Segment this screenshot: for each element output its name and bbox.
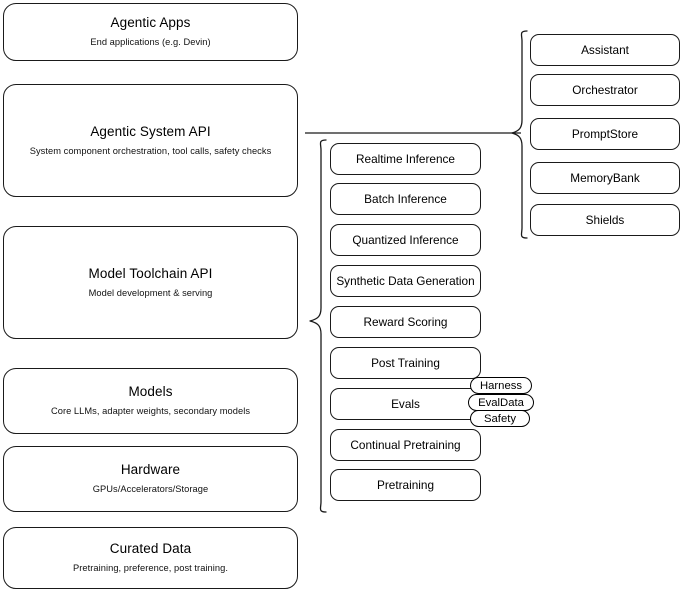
stack-box-model-toolchain-api[interactable]: Model Toolchain API Model development & … [3,226,298,339]
toolchain-item-synthetic-data-generation[interactable]: Synthetic Data Generation [330,265,481,297]
evals-badge-harness[interactable]: Harness [470,377,532,394]
stack-box-title: Hardware [120,462,181,478]
stack-box-subtitle: System component orchestration, tool cal… [29,145,272,156]
stack-box-models[interactable]: Models Core LLMs, adapter weights, secon… [3,368,298,434]
toolchain-brace [309,139,327,513]
agentic-item-assistant[interactable]: Assistant [530,34,680,66]
toolchain-item-batch-inference[interactable]: Batch Inference [330,183,481,215]
stack-box-agentic-system-api[interactable]: Agentic System API System component orch… [3,84,298,197]
evals-badge-evaldata[interactable]: EvalData [468,394,534,411]
toolchain-item-quantized-inference[interactable]: Quantized Inference [330,224,481,256]
agentic-item-orchestrator[interactable]: Orchestrator [530,74,680,106]
stack-box-title: Curated Data [109,541,192,557]
agentic-item-promptstore[interactable]: PromptStore [530,118,680,150]
stack-box-title: Agentic Apps [110,15,191,31]
stack-box-subtitle: Pretraining, preference, post training. [73,563,228,574]
stack-box-hardware[interactable]: Hardware GPUs/Accelerators/Storage [3,446,298,512]
stack-box-agentic-apps[interactable]: Agentic Apps End applications (e.g. Devi… [3,3,298,61]
stack-box-title: Models [128,384,173,400]
agentic-item-memorybank[interactable]: MemoryBank [530,162,680,194]
toolchain-item-post-training[interactable]: Post Training [330,347,481,379]
toolchain-item-realtime-inference[interactable]: Realtime Inference [330,143,481,175]
stack-box-title: Model Toolchain API [88,265,213,281]
stack-box-subtitle: Core LLMs, adapter weights, secondary mo… [50,406,251,417]
stack-box-curated-data[interactable]: Curated Data Pretraining, preference, po… [3,527,298,589]
toolchain-item-pretraining[interactable]: Pretraining [330,469,481,501]
stack-box-subtitle: End applications (e.g. Devin) [90,37,211,48]
toolchain-item-evals[interactable]: Evals [330,388,481,420]
agentic-item-shields[interactable]: Shields [530,204,680,236]
agentic-components-brace [511,30,528,239]
stack-box-title: Agentic System API [90,123,211,139]
toolchain-item-continual-pretraining[interactable]: Continual Pretraining [330,429,481,461]
toolchain-item-reward-scoring[interactable]: Reward Scoring [330,306,481,338]
evals-badge-safety[interactable]: Safety [470,410,530,427]
stack-box-subtitle: Model development & serving [88,287,213,298]
stack-box-subtitle: GPUs/Accelerators/Storage [92,484,209,495]
